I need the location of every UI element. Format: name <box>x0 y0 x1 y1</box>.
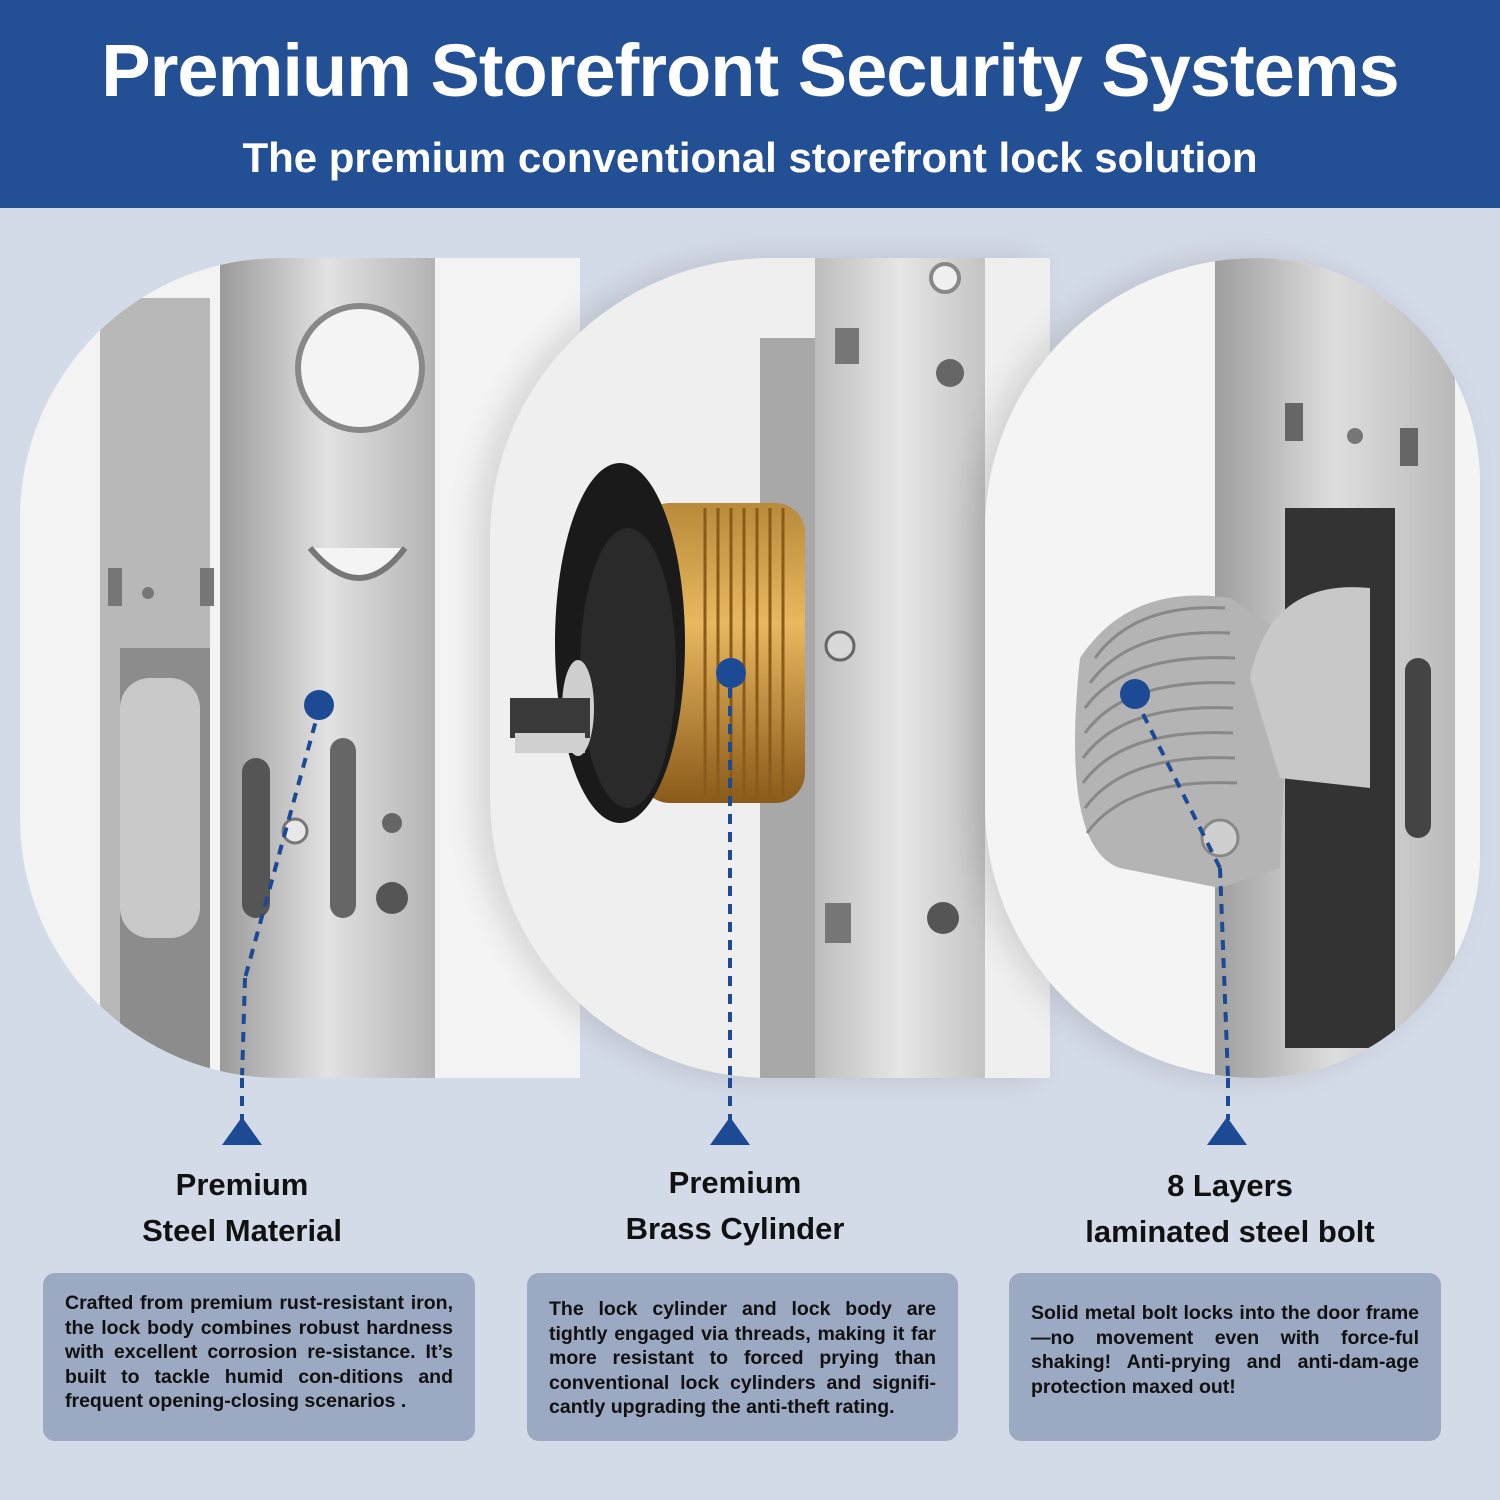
arrow-up-icon <box>710 1117 750 1145</box>
feature-description-steel: Crafted from premium rust-resistant iron… <box>43 1273 475 1441</box>
header-banner: Premium Storefront Security Systems The … <box>0 0 1500 208</box>
laminated-bolt-image <box>985 258 1480 1078</box>
feature-title-line2: laminated steel bolt <box>1085 1214 1375 1249</box>
feature-title-line2: Steel Material <box>142 1213 342 1248</box>
feature-title-line1: Premium <box>668 1165 802 1200</box>
feature-description-brass: The lock cylinder and lock body are tigh… <box>527 1273 958 1441</box>
steel-lock-body-image <box>20 258 580 1078</box>
feature-title-bolt: 8 Layers laminated steel bolt <box>1040 1163 1420 1255</box>
brass-cylinder-image <box>490 258 1050 1078</box>
product-photos <box>0 258 1500 1078</box>
page-subtitle: The premium conventional storefront lock… <box>242 134 1258 181</box>
arrow-up-icon <box>222 1117 262 1145</box>
page-title: Premium Storefront Security Systems <box>101 29 1399 112</box>
feature-title-line1: 8 Layers <box>1167 1168 1293 1203</box>
arrow-up-icon <box>1207 1117 1247 1145</box>
callout-pin-bolt <box>1120 679 1150 709</box>
feature-title-line2: Brass Cylinder <box>625 1211 845 1246</box>
feature-title-line1: Premium <box>175 1167 309 1202</box>
feature-title-brass: Premium Brass Cylinder <box>575 1160 895 1252</box>
feature-description-bolt: Solid metal bolt locks into the door fra… <box>1009 1273 1441 1441</box>
feature-title-steel: Premium Steel Material <box>82 1162 402 1254</box>
callout-pin-brass <box>716 658 746 688</box>
callout-pin-steel <box>304 690 334 720</box>
